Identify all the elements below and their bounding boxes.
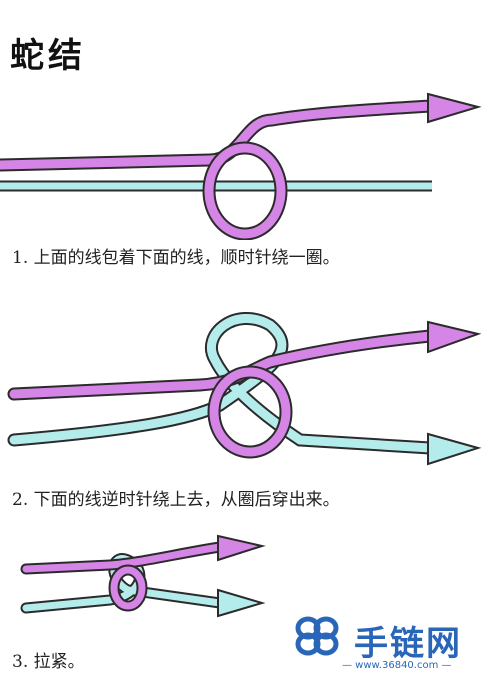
step-2-caption: 2. 下面的线逆时针绕上去，从圈后穿出来。 <box>12 490 340 510</box>
pink-cord <box>7 329 437 459</box>
page-title: 蛇结 <box>10 36 86 76</box>
pink-arrowhead <box>427 92 482 124</box>
pink-cord <box>20 541 226 612</box>
step-3-diagram <box>20 534 266 618</box>
watermark-url: — www.36840.com — <box>342 660 452 671</box>
pink-cord <box>0 99 437 240</box>
cyan-arrowhead <box>217 588 266 618</box>
step-2-diagram <box>7 312 482 466</box>
cyan-arrowhead <box>427 432 482 466</box>
step-3-caption: 3. 拉紧。 <box>12 652 85 672</box>
knot-logo-icon <box>295 616 339 656</box>
step-1-caption: 1. 上面的线包着下面的线，顺时针绕一圈。 <box>12 248 340 268</box>
pink-arrowhead <box>427 320 482 354</box>
pink-arrowhead <box>217 534 266 562</box>
cyan-cord <box>7 312 437 455</box>
step-1-diagram <box>0 92 482 240</box>
watermark: 手链网 — www.36840.com — <box>292 608 492 674</box>
watermark-site-name: 手链网 <box>354 624 462 664</box>
